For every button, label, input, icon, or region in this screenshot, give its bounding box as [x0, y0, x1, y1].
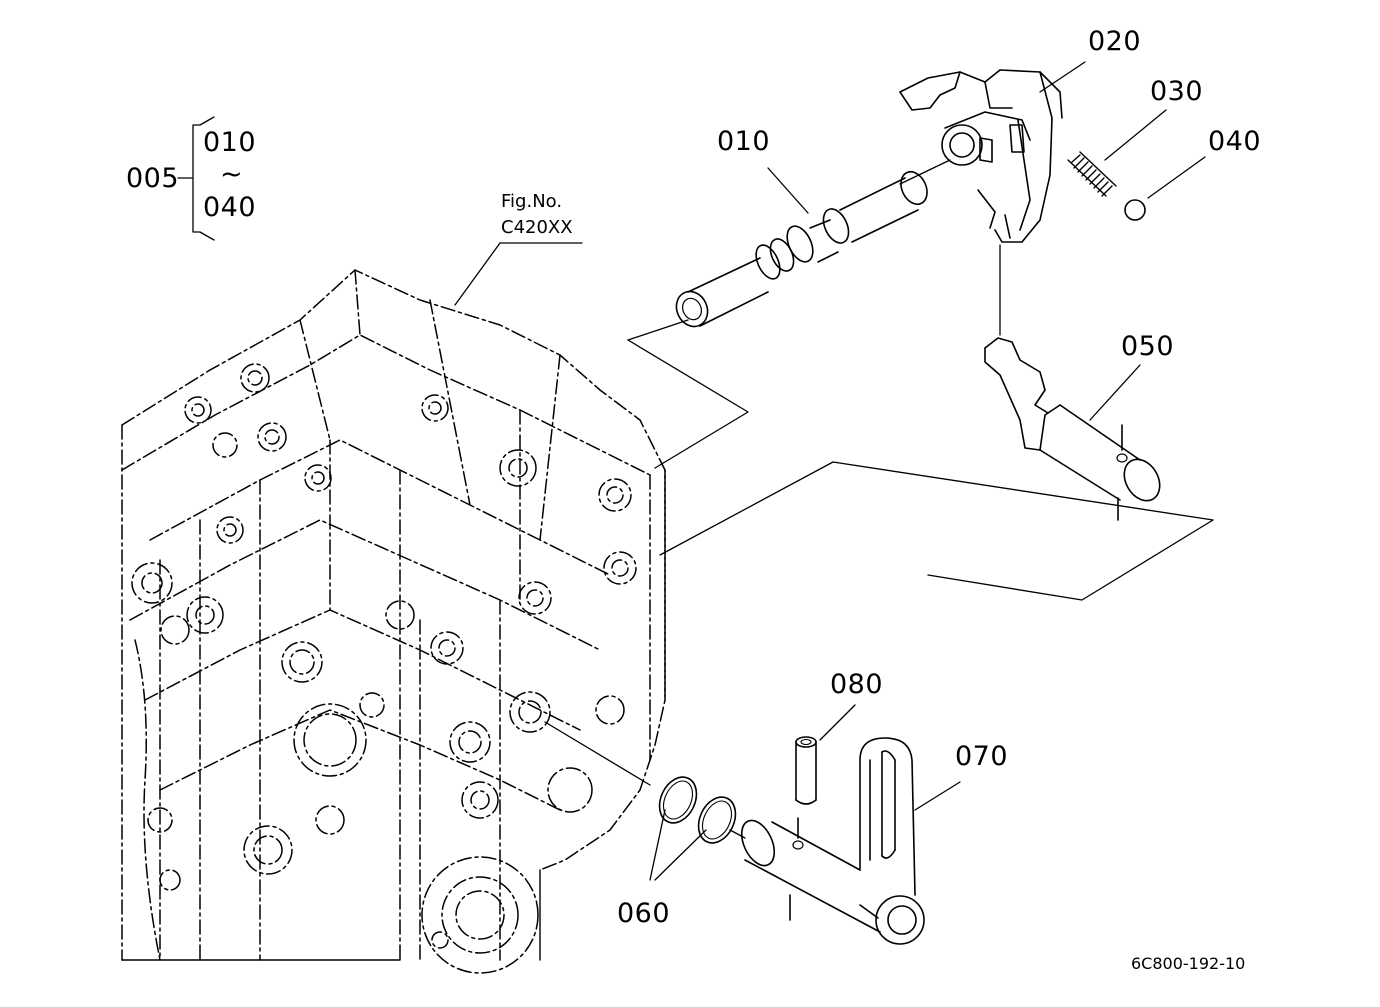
range-end-label: 040 — [203, 192, 257, 223]
part-label-080: 080 — [830, 669, 884, 700]
detent-spring-030 — [1067, 151, 1117, 197]
case-bottom-edge — [121, 869, 541, 961]
spring-pin-080 — [795, 736, 817, 805]
drawing-code: 6C800-192-10 — [1131, 954, 1246, 973]
figure-ref-label: Fig.No. — [501, 191, 563, 212]
range-symbol-label: ~ — [220, 159, 244, 190]
part-label-020: 020 — [1088, 26, 1142, 57]
shift-fork-020 — [899, 69, 1063, 243]
assembly-number-label: 005 — [126, 163, 180, 194]
detent-ball-040 — [1124, 199, 1146, 221]
shift-lever-050 — [984, 337, 1161, 521]
leader-lines — [177, 61, 1214, 881]
part-label-050: 050 — [1121, 331, 1175, 362]
lever-arm-070 — [740, 737, 925, 945]
part-label-010: 010 — [717, 126, 771, 157]
shift-shaft-010 — [675, 170, 928, 328]
figure-ref-number: C420XX — [501, 217, 573, 238]
transmission-case — [121, 269, 666, 974]
part-label-060: 060 — [617, 898, 671, 929]
o-rings-060 — [658, 776, 737, 844]
part-label-040: 040 — [1208, 126, 1262, 157]
part-label-030: 030 — [1150, 76, 1204, 107]
part-label-070: 070 — [955, 741, 1009, 772]
range-start-label: 010 — [203, 127, 257, 158]
